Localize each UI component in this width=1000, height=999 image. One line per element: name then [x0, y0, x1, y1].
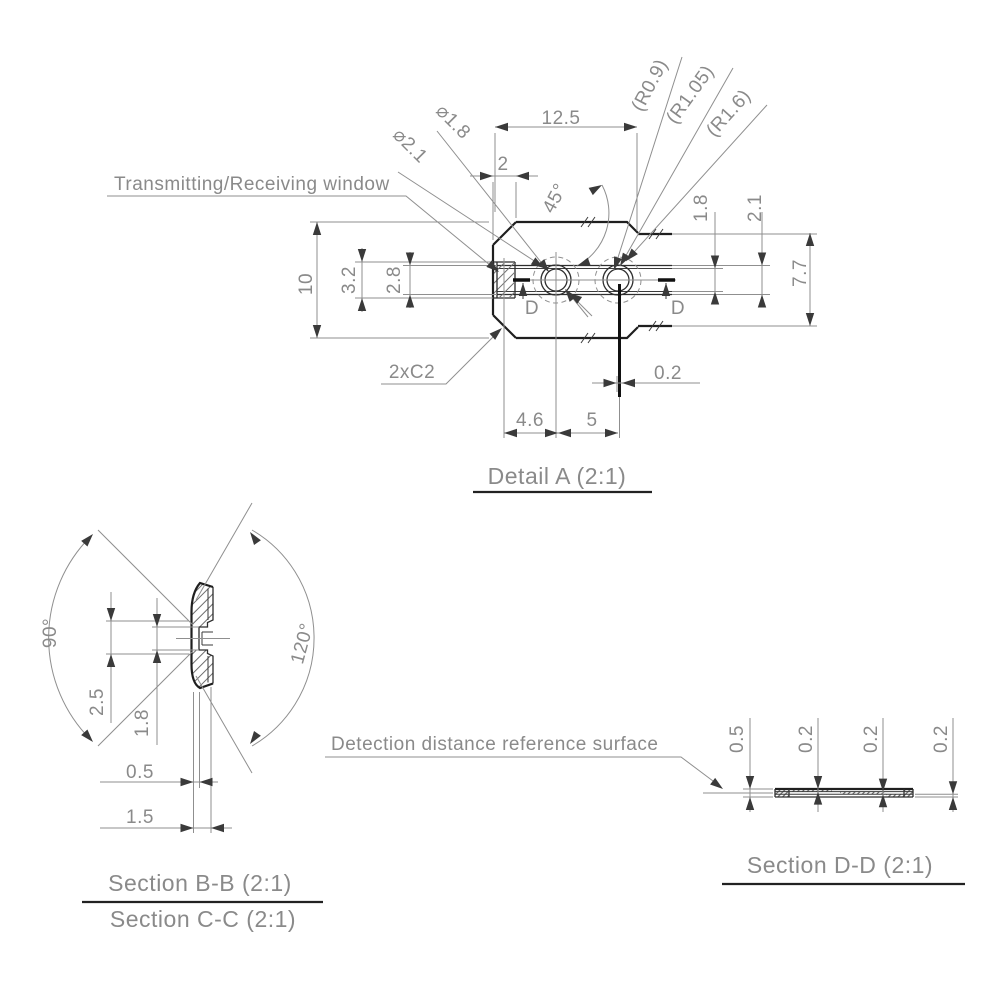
dia-small-label: ⌀1.8 [431, 101, 474, 144]
lens-outline [176, 581, 230, 690]
angle-45-label: 45° [539, 180, 572, 217]
window-callout-label: Transmitting/Receiving window [114, 174, 390, 195]
angle-left-label: 90° [40, 618, 61, 648]
detail-a-part-outline [491, 216, 817, 438]
dim-width-label: 12.5 [542, 108, 581, 129]
dia-large-label: ⌀2.1 [388, 125, 431, 168]
detail-a-dimensions: 12.5 2 10 3.2 2.8 1.8 2.1 [296, 108, 815, 438]
chamfer-callout-label: 2xC2 [389, 362, 435, 383]
dim-outer-label: 2.5 [87, 688, 108, 716]
dim-chamfer-label: 2 [497, 154, 508, 175]
detail-a-callouts: Transmitting/Receiving window 2xC2 ⌀1.8 … [107, 56, 768, 385]
dim-inner-label: 1.8 [132, 709, 153, 737]
dim-total-label: 0.5 [727, 725, 748, 753]
section-dd-view: Detection distance reference surface 0.5… [325, 718, 965, 886]
dd-strip [703, 787, 958, 798]
break-marks [580, 216, 664, 344]
dim-step-outer-label: 2.1 [745, 194, 766, 222]
detail-a-view: 12.5 2 10 3.2 2.8 1.8 2.1 [107, 56, 817, 494]
section-dd-dimensions: 0.5 0.2 0.2 0.2 [727, 718, 958, 812]
dim-layer-1-label: 0.2 [796, 725, 817, 753]
dim-edge-offset-label: 0.2 [654, 363, 682, 384]
section-bb-title: Section B-B (2:1) [108, 870, 292, 896]
dim-tip-label: 0.5 [126, 762, 154, 783]
section-dd-title: Section D-D (2:1) [747, 852, 933, 878]
dim-window-outer-label: 3.2 [339, 266, 360, 294]
dim-window-inner-label: 2.8 [384, 266, 405, 294]
dim-layer-3-label: 0.2 [931, 725, 952, 753]
dim-hole-offset-label: 4.6 [516, 410, 544, 431]
section-d-markers: D D [513, 278, 685, 319]
section-cc-title: Section C-C (2:1) [110, 906, 296, 932]
section-label-left: D [525, 298, 539, 319]
radius-3-label: (R1.6) [702, 86, 755, 142]
dim-right-height-label: 7.7 [790, 259, 811, 287]
dim-hole-pitch-label: 5 [586, 410, 597, 431]
dim-layer-2-label: 0.2 [861, 725, 882, 753]
dim-base-label: 1.5 [126, 807, 154, 828]
section-label-right: D [671, 298, 685, 319]
dim-height-label: 10 [296, 273, 317, 295]
detail-a-title: Detail A (2:1) [488, 463, 627, 489]
section-bb-dimensions: 2.5 1.8 0.5 1.5 [87, 592, 232, 833]
surface-callout-label: Detection distance reference surface [331, 734, 658, 755]
dim-step-inner-label: 1.8 [691, 194, 712, 222]
section-bb-view: 90° 120° 2.5 1.8 0.5 1.5 Section B-B (2:… [40, 502, 323, 932]
angle-right-label: 120° [287, 621, 318, 666]
